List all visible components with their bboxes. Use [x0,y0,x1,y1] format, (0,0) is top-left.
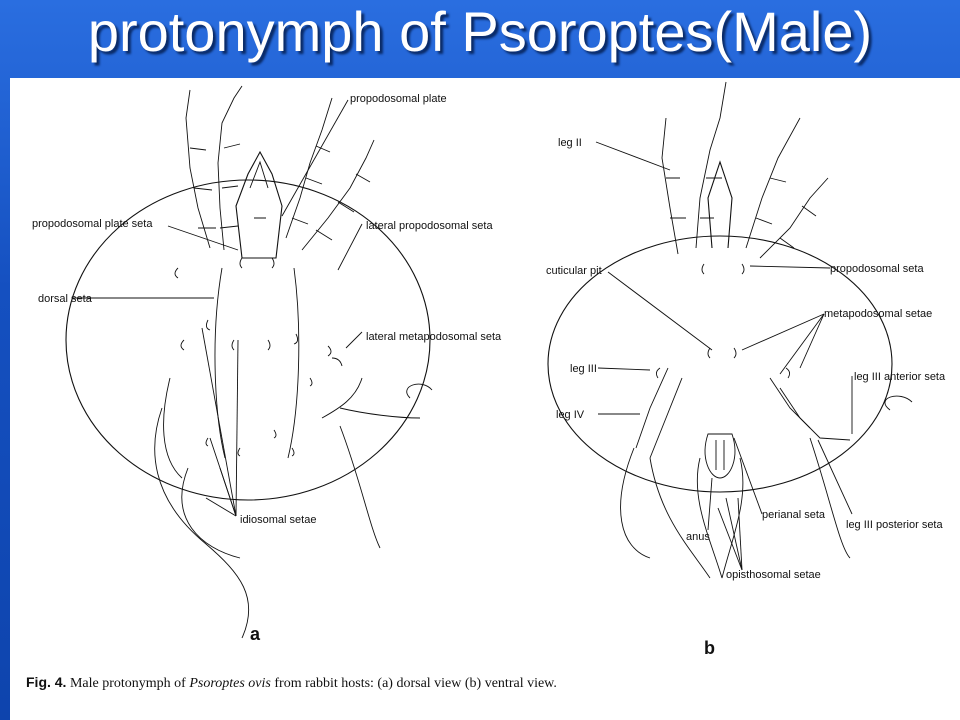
ventral-gnathosoma [707,160,733,249]
figure-label-a: a [250,624,261,644]
ventral-anal-region [696,433,744,579]
dorsal-legs-front [185,85,375,251]
label-leg-iii-posterior-seta: leg III posterior seta [846,519,943,531]
caption-text-after: from rabbit hosts: (a) dorsal view (b) v… [270,676,557,691]
dorsal-setae [174,257,343,457]
label-propodosomal-seta: propodosomal seta [830,263,924,275]
ventral-view: leg II propodosomal seta cuticular pit m… [546,81,946,658]
label-metapodosomal-setae: metapodosomal setae [824,308,932,320]
label-anus: anus [686,531,710,543]
figure-panel: propodosomal plate propodosomal plate se… [10,78,960,720]
slide-title: protonymph of Psoroptes(Male) [87,0,873,63]
ventral-legs-hind [620,367,913,579]
figure-caption: Fig. 4. Male protonymph of Psoroptes ovi… [26,674,557,692]
ventral-legs-front [661,81,829,259]
mite-diagram: propodosomal plate propodosomal plate se… [32,81,946,658]
caption-fig-number: Fig. 4. [26,674,67,690]
label-lateral-propodosomal-seta: lateral propodosomal seta [366,220,493,232]
ventral-leader-lines [595,141,853,571]
label-leg-iii: leg III [570,363,597,375]
ventral-setae [655,263,791,379]
ventral-body-outline [547,235,893,493]
label-leg-iv: leg IV [556,409,585,421]
dorsal-legs-hind [154,377,433,639]
label-opisthosomal-setae: opisthosomal setae [726,569,821,581]
dorsal-shield [214,267,300,459]
label-propodosomal-plate: propodosomal plate [350,93,447,105]
label-leg-ii: leg II [558,137,582,149]
propodosomal-plate-shape [235,150,283,259]
figure-label-b: b [704,638,715,658]
caption-text-before: Male protonymph of [66,676,190,691]
caption-species: Psoroptes ovis [189,676,271,691]
dorsal-view: propodosomal plate propodosomal plate se… [32,85,502,644]
label-idiosomal-setae: idiosomal setae [240,514,316,526]
dorsal-body-outline [65,179,431,501]
label-dorsal-seta: dorsal seta [38,293,93,305]
label-cuticular-pit: cuticular pit [546,265,602,277]
label-lateral-metapodosomal-seta: lateral metapodosomal seta [366,331,502,343]
label-propodosomal-plate-seta: propodosomal plate seta [32,218,153,230]
label-perianal-seta: perianal seta [762,509,826,521]
dorsal-leader-lines [72,99,363,517]
label-leg-iii-anterior-seta: leg III anterior seta [854,371,946,383]
